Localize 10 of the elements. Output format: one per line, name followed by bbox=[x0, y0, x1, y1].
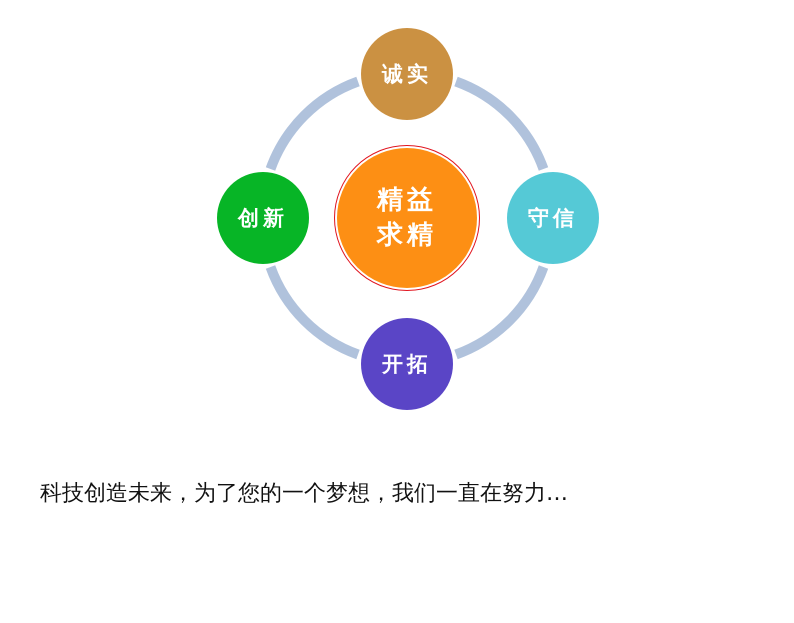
ring-arc bbox=[266, 265, 360, 360]
value-circle: 创新 bbox=[217, 172, 309, 264]
value-circle: 诚实 bbox=[361, 28, 453, 120]
ring-arc bbox=[454, 76, 548, 171]
ring-arc bbox=[266, 76, 360, 171]
value-circle: 开拓 bbox=[361, 318, 453, 410]
value-circle: 守信 bbox=[507, 172, 599, 264]
slogan-text: 科技创造未来，为了您的一个梦想，我们一直在努力… bbox=[40, 480, 568, 508]
ring-arc bbox=[454, 265, 548, 360]
center-circle: 精益求精 bbox=[337, 148, 477, 288]
